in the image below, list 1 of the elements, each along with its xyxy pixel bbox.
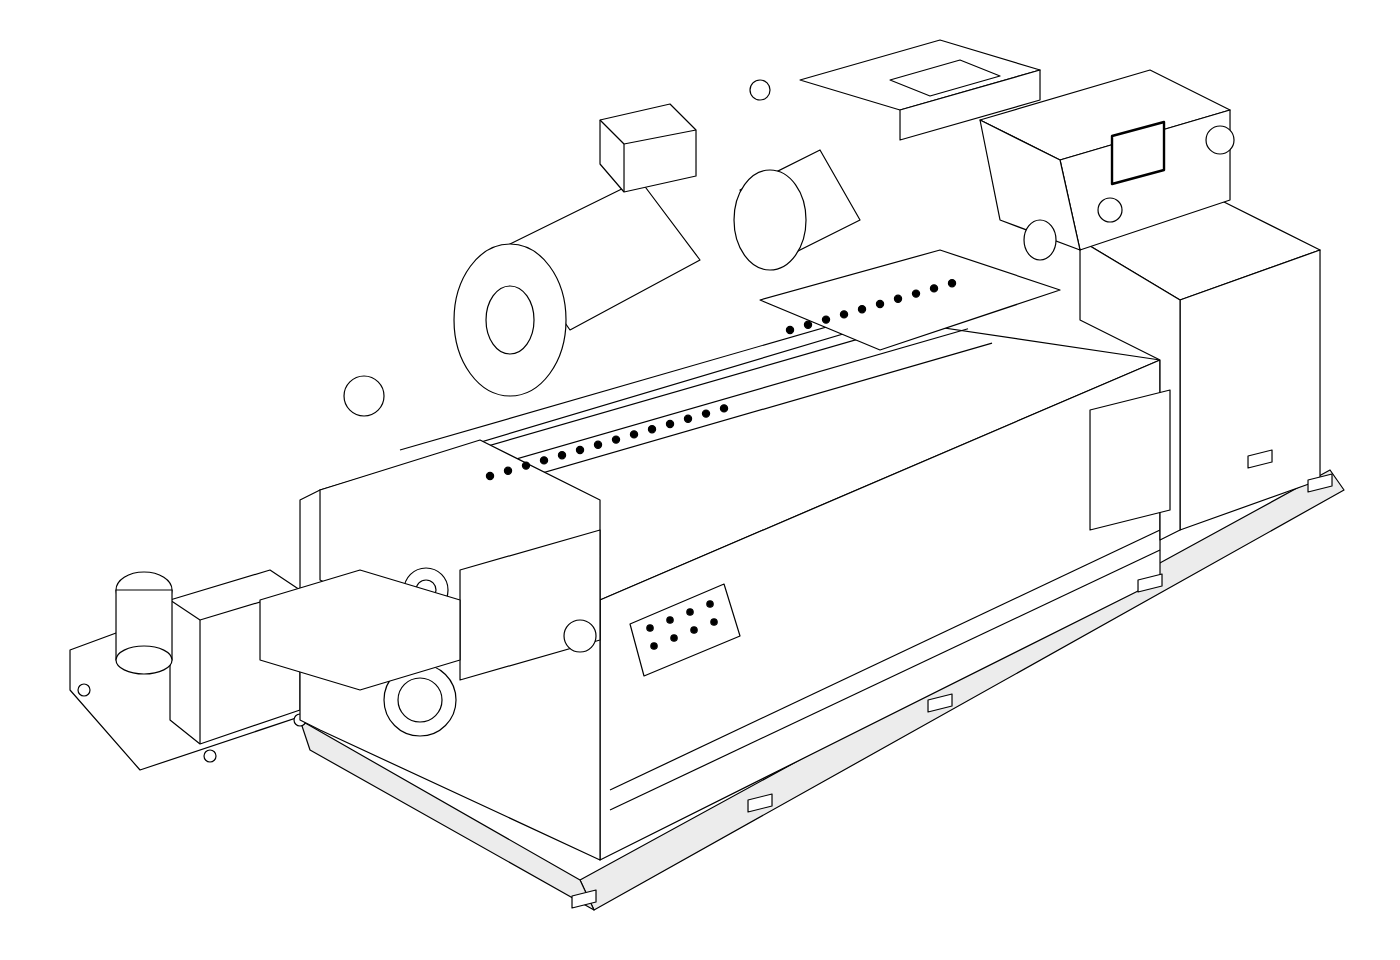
machine-drawing [69,39,1345,911]
